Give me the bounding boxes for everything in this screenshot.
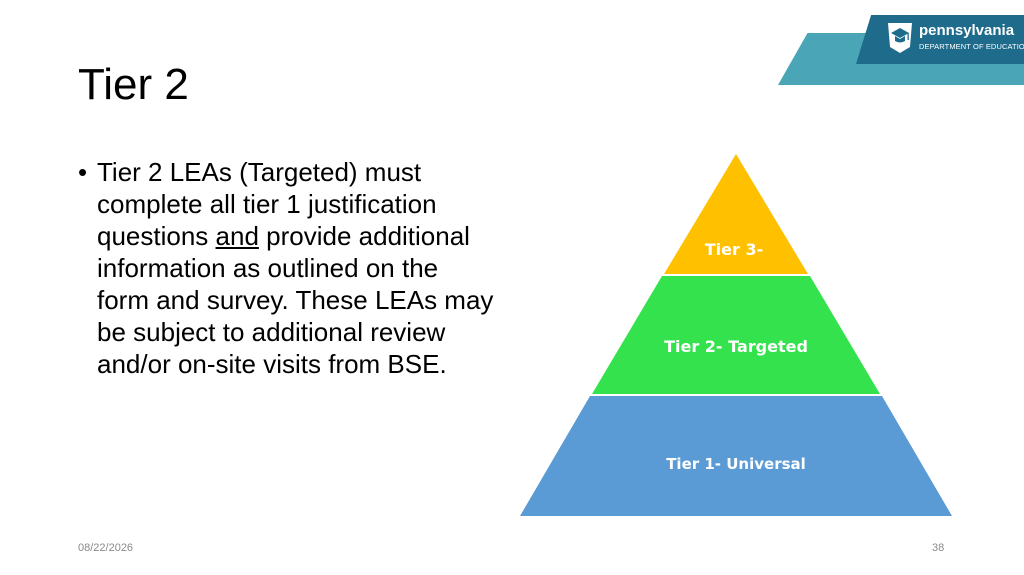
pyramid-tier-3 <box>664 154 808 274</box>
pyramid-tier-2-label: Tier 2- Targeted <box>664 337 808 356</box>
bullet-dot: • <box>78 157 88 187</box>
bullet-text-underlined: and <box>215 221 259 251</box>
tier-pyramid: Tier 3- Tier 2- Targeted Tier 1- Univers… <box>520 154 952 516</box>
logo-name: pennsylvania <box>919 22 1015 39</box>
pyramid-tier-1 <box>520 396 952 516</box>
pyramid-tier-2 <box>592 276 880 394</box>
bullet-item: Tier 2 LEAs (Targeted) must complete all… <box>97 156 497 380</box>
page-number: 38 <box>932 542 945 554</box>
logo-subtitle: DEPARTMENT OF EDUCATION <box>919 42 1024 51</box>
pyramid-tier-1-label: Tier 1- Universal <box>666 455 806 473</box>
bullet-text-before: Tier 2 LEAs (Targeted) must complete all… <box>97 157 437 251</box>
pyramid-tier-3-label: Tier 3- <box>705 240 763 259</box>
keystone-logo-icon <box>888 23 912 53</box>
slide-title: Tier 2 <box>78 60 189 109</box>
bullet-text-after: provide additional information as outlin… <box>97 221 494 379</box>
header-banner-dark <box>856 15 1024 64</box>
footer-date: 08/22/2026 <box>78 542 134 554</box>
